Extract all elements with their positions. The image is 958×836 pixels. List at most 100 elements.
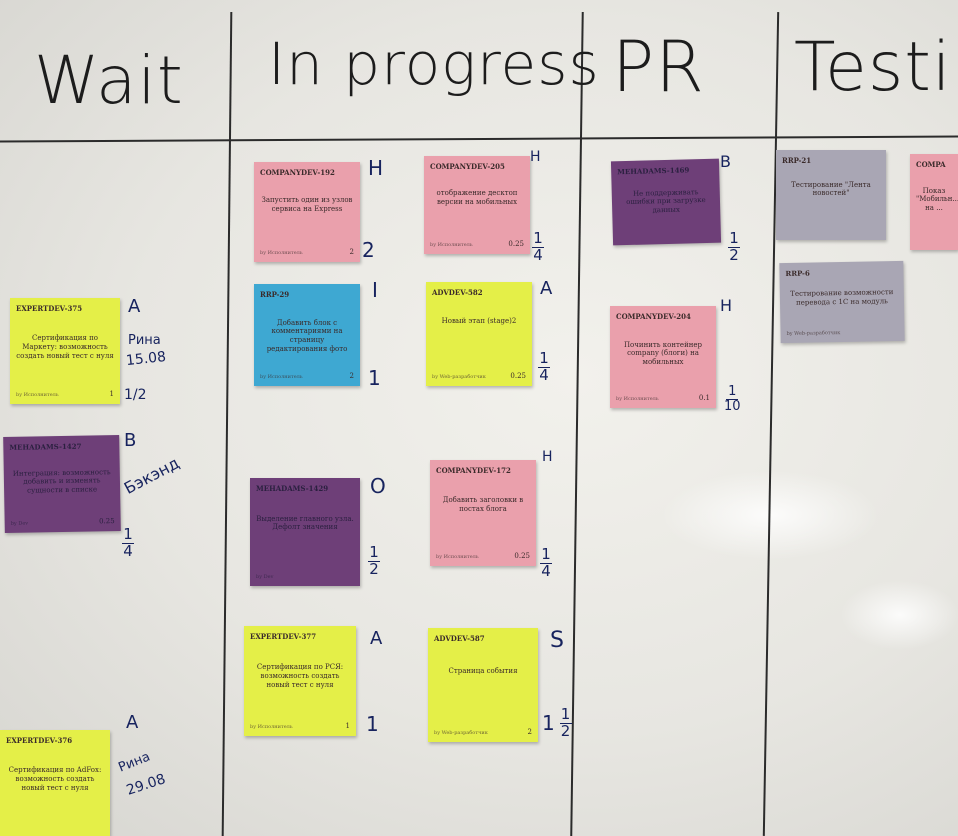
- ticket-title: Тестирование "Лента новостей": [791, 180, 871, 198]
- ticket-estimate: 2: [349, 248, 354, 256]
- column-header-wait: Wait: [34, 42, 184, 119]
- ticket-key: COMPANYDEV-205: [430, 162, 505, 171]
- ticket-estimate: 0.25: [508, 240, 524, 248]
- pen-tag: A: [128, 296, 141, 317]
- ticket-estimate: 0.1: [698, 394, 710, 402]
- ticket-title: Сертификация по Маркету: возможность соз…: [16, 334, 114, 360]
- pen-date: 29.08: [124, 771, 168, 799]
- ticket-title: Показ "Мобильн..." на ...: [916, 186, 958, 213]
- ticket-title: Страница события: [448, 666, 518, 675]
- ticket-assignee: by Web-разработчик: [786, 330, 841, 337]
- ticket-estimate: 1: [345, 722, 350, 730]
- ticket-title: Добавить блок с комментариями на страниц…: [266, 318, 348, 353]
- ticket-title: Выделение главного узла. Дефолт значения: [256, 514, 354, 532]
- sticky-note[interactable]: COMPANYDEV-205 отображение десктоп верси…: [424, 156, 530, 254]
- header-divider: [0, 135, 958, 143]
- sticky-note[interactable]: MEHADAMS-1469 Не поддерживать ошибки при…: [610, 158, 722, 246]
- ticket-key: COMPANYDEV-172: [436, 466, 511, 475]
- pen-tag: S: [550, 628, 564, 653]
- ticket-title: Сертификация по РСЯ: возможность создать…: [256, 663, 344, 689]
- pen-tag: H: [368, 156, 384, 180]
- ticket-key: ADVDEV-582: [432, 288, 483, 297]
- ticket-assignee: by Исполнитель: [16, 392, 59, 398]
- pen-tag: A: [126, 712, 139, 733]
- pen-tag: H: [720, 296, 733, 315]
- ticket-key: COMPA: [916, 160, 946, 169]
- sticky-note[interactable]: COMPANYDEV-172 Добавить заголовки в пост…: [430, 460, 536, 566]
- sticky-note[interactable]: MEHADAMS-1427 Интеграция: возможность до…: [3, 434, 121, 534]
- ticket-key: MEHADAMS-1429: [256, 484, 329, 493]
- ticket-title: Новый этап (stage)2: [441, 317, 517, 326]
- pen-tag: B: [124, 430, 137, 451]
- ticket-estimate: 1: [109, 390, 114, 398]
- ticket-title: Тестирование возможности перевода с 1С н…: [790, 288, 894, 307]
- ticket-estimate: 2: [527, 728, 532, 736]
- ticket-title: Интеграция: возможность добавить и измен…: [12, 467, 111, 495]
- ticket-key: COMPANYDEV-204: [616, 312, 691, 321]
- sticky-note[interactable]: ADVDEV-587 Страница события by Web-разра…: [428, 628, 538, 742]
- sticky-note[interactable]: EXPERTDEV-377 Сертификация по РСЯ: возмо…: [244, 626, 356, 736]
- ticket-key: EXPERTDEV-376: [6, 736, 73, 745]
- sticky-note[interactable]: COMPA Показ "Мобильн..." на ...: [910, 154, 958, 250]
- ticket-key: COMPANYDEV-192: [260, 168, 335, 177]
- ticket-assignee: by Web-разработчик: [432, 374, 486, 380]
- ticket-estimate: 0.25: [514, 552, 530, 560]
- pen-estimate: 1: [368, 366, 381, 390]
- ticket-assignee: by Исполнитель: [260, 374, 303, 380]
- pen-tag: H: [542, 449, 553, 465]
- ticket-assignee: by Исполнитель: [616, 396, 659, 402]
- sticky-note[interactable]: ADVDEV-582 Новый этап (stage)2 by Web-ра…: [426, 282, 532, 386]
- pen-tag: O: [370, 474, 386, 498]
- ticket-assignee: by Dev: [10, 520, 29, 527]
- pen-estimate: 2: [362, 238, 375, 262]
- ticket-key: EXPERTDEV-375: [16, 304, 83, 313]
- sticky-note[interactable]: RRP-6 Тестирование возможности перевода …: [779, 260, 905, 344]
- sticky-note[interactable]: RRP-21 Тестирование "Лента новостей": [776, 150, 886, 240]
- pen-tag: I: [372, 278, 378, 302]
- sticky-note[interactable]: RRP-29 Добавить блок с комментариями на …: [254, 284, 360, 386]
- sticky-note[interactable]: MEHADAMS-1429 Выделение главного узла. Д…: [250, 478, 360, 586]
- ticket-key: EXPERTDEV-377: [250, 632, 317, 641]
- sticky-note[interactable]: EXPERTDEV-375 Сертификация по Маркету: в…: [10, 298, 120, 404]
- column-divider: [570, 12, 584, 836]
- ticket-title: Не поддерживать ошибки при загрузке данн…: [626, 187, 706, 215]
- ticket-estimate: 0.25: [98, 517, 115, 526]
- ticket-title: Добавить заголовки в постах блога: [442, 496, 524, 513]
- sticky-note[interactable]: COMPANYDEV-192 Запустить один из узлов с…: [254, 162, 360, 262]
- ticket-key: RRP-6: [785, 268, 810, 278]
- ticket-key: RRP-21: [782, 156, 812, 165]
- pen-tag: A: [370, 628, 383, 649]
- sticky-note[interactable]: COMPANYDEV-204 Починить контейнер compan…: [610, 306, 716, 408]
- ticket-key: ADVDEV-587: [434, 634, 485, 643]
- pen-tag: H: [530, 149, 541, 165]
- pen-estimate: 1: [366, 712, 379, 736]
- ticket-assignee: by Dev: [256, 574, 274, 580]
- ticket-assignee: by Исполнитель: [260, 250, 303, 256]
- pen-tag: B: [720, 152, 731, 171]
- ticket-key: MEHADAMS-1469: [617, 165, 690, 177]
- column-header-pr: PR: [612, 26, 705, 108]
- column-divider: [221, 12, 233, 836]
- pen-estimate: 1/2: [124, 387, 147, 403]
- sticky-note[interactable]: EXPERTDEV-376 Сертификация по AdFox: воз…: [0, 730, 110, 836]
- ticket-title: Сертификация по AdFox: возможность созда…: [8, 766, 102, 792]
- column-header-in-progress: In progress: [268, 30, 600, 98]
- ticket-estimate: 2: [349, 372, 354, 380]
- pen-assignee: Рина: [116, 749, 153, 776]
- column-header-testing: Testing: [794, 28, 958, 107]
- light-glare: [840, 580, 958, 650]
- ticket-assignee: by Исполнитель: [436, 554, 479, 560]
- pen-date: 15.08: [125, 348, 167, 370]
- pen-assignee: Бэкэнд: [120, 453, 183, 498]
- ticket-assignee: by Исполнитель: [250, 724, 293, 730]
- ticket-title: Починить контейнер company (блоги) на мо…: [623, 340, 703, 367]
